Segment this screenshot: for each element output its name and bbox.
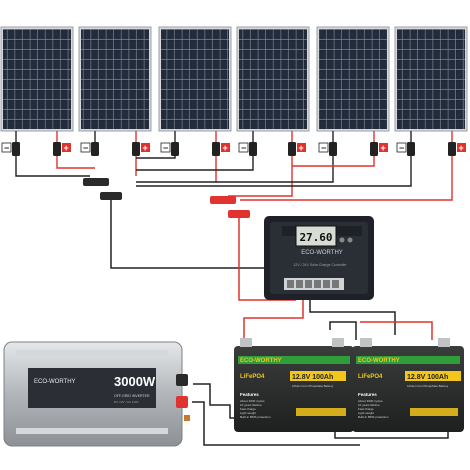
inverter-type: OFF-GRID INVERTER [114,394,150,398]
svg-text:+: + [223,143,228,153]
battery-chemistry: LiFePO4 [358,374,383,380]
svg-text:−: − [241,143,246,153]
controller-model-line: 12V / 24V Solar Charge Controller [293,263,347,267]
inverter: ECO-WORTHY 3000W OFF-GRID INVERTER DC 12… [3,341,190,447]
panel-leads [15,131,453,201]
battery-rating: 12.8V 100Ah [407,374,448,381]
charge-controller: ECO-WORTHY 27.60 12V / 24V Solar Charge … [264,216,374,300]
svg-text:+: + [299,143,304,153]
mc4-connectors [12,142,456,156]
battery-feature: Light weight [358,411,374,415]
inverter-brand: ECO-WORTHY [34,379,76,385]
solar-panel [158,26,232,132]
battery-feature: Fast charge [358,407,374,411]
battery: ECO-WORTHY LiFePO4 12.8V 100Ah Lithium I… [234,338,354,432]
solar-panel [394,26,468,132]
battery-feature: Fast charge [240,407,256,411]
battery-features-title: Features [358,392,377,397]
svg-text:−: − [399,143,404,153]
battery-feature: Light weight [240,411,256,415]
solar-panel [78,26,152,132]
svg-text:−: − [163,143,168,153]
battery-feature: Built-in BMS protection [240,415,271,419]
battery-subtitle: Lithium Iron Phosphate Battery [292,384,334,388]
battery-rating: 12.8V 100Ah [292,374,333,381]
branch-connectors [83,178,250,218]
battery-feature: 10 years lifetime [358,403,380,407]
battery-feature: About 3000 cycles [358,399,383,403]
svg-text:+: + [143,143,148,153]
inverter-model-line: DC 12V / AC 110V [114,400,139,404]
solar-panel [236,26,310,132]
svg-text:+: + [459,143,464,153]
battery-brand: ECO-WORTHY [358,358,400,364]
controller-lcd [295,225,337,247]
svg-text:−: − [83,143,88,153]
inverter-power: 3000W [114,374,156,389]
battery-chemistry: LiFePO4 [240,374,265,380]
battery-feature: 10 years lifetime [240,403,262,407]
solar-panel-array [0,26,468,132]
controller-button[interactable] [339,237,345,243]
battery: ECO-WORTHY LiFePO4 12.8V 100Ah Lithium I… [352,338,464,432]
svg-text:+: + [64,143,69,153]
battery-subtitle: Lithium Iron Phosphate Battery [407,384,449,388]
controller-display-value: 27.60 [299,231,332,244]
svg-text:−: − [321,143,326,153]
battery-feature: Built-in BMS protection [358,415,389,419]
solar-panel [0,26,74,132]
svg-text:+: + [381,143,386,153]
svg-text:−: − [4,143,9,153]
solar-panel [316,26,390,132]
controller-button[interactable] [347,237,353,243]
battery-features-title: Features [240,392,259,397]
battery-feature: About 3000 cycles [240,399,265,403]
controller-brand: ECO-WORTHY [301,250,343,256]
battery-brand: ECO-WORTHY [240,358,282,364]
polarity-markers: − + − + − + − + − + − + [1,142,466,153]
